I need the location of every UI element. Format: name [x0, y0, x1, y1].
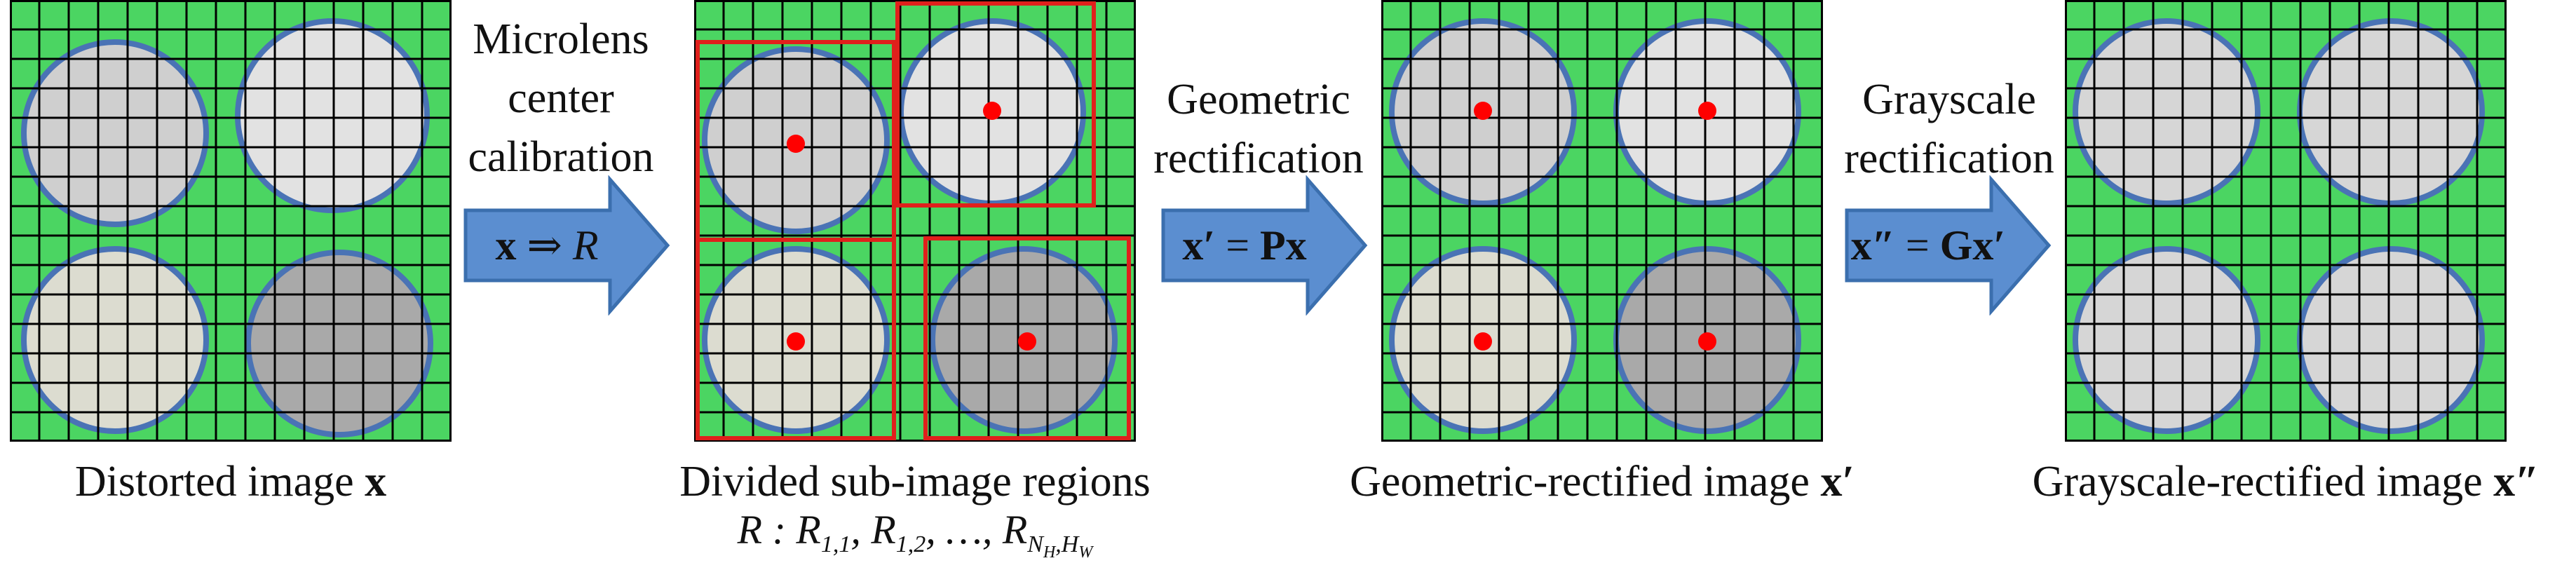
formula-rhs: Px — [1260, 222, 1307, 269]
region-box-2-1 — [696, 238, 896, 440]
caption-text: Geometric-rectified image — [1350, 458, 1821, 505]
formula-grayscale: x″ = Gx′ — [1844, 224, 2012, 266]
center-dot — [1698, 332, 1716, 351]
panel-grayscale-rectified: Grayscale-rectified image x″ — [2033, 0, 2539, 505]
center-dots — [787, 102, 1036, 351]
lenslet-circle-3 — [2073, 246, 2260, 434]
pixel-gridlines — [1381, 0, 1823, 442]
arrow-shape — [463, 175, 670, 316]
center-dot — [787, 135, 805, 153]
lenslet-circle-4 — [2297, 246, 2485, 434]
formula-subscript: 1,2 — [895, 531, 926, 557]
step-label-line: rectification — [1844, 135, 2054, 182]
caption-grayscale-rectified: Grayscale-rectified image x″ — [2023, 457, 2549, 507]
region-formula: R : R1,1, R1,2, …, RNH,HW — [666, 506, 1164, 562]
formula-subscript: N — [1027, 531, 1043, 557]
region-box-2-2 — [923, 236, 1131, 440]
caption-variable: x″ — [2493, 458, 2540, 505]
formula-subscript: H — [1043, 543, 1056, 562]
formula-rhs: R — [572, 222, 599, 269]
formula-part: R : R — [737, 507, 821, 552]
step-label-line: rectification — [1153, 135, 1364, 182]
arrow-grayscale: x″ = Gx′ — [1844, 175, 2054, 316]
formula-lhs: x′ — [1182, 222, 1216, 269]
pixel-gridlines — [2065, 0, 2507, 442]
lenslet-circle-4 — [245, 250, 433, 437]
formula-operator: ⇒ — [516, 222, 573, 269]
formula-lhs: x — [495, 222, 517, 269]
formula-subscript: W — [1078, 543, 1093, 562]
grayscale-rectified-grid — [2065, 0, 2507, 442]
step-label-calibration: Microlens center calibration — [456, 10, 666, 186]
center-dot — [1698, 102, 1716, 120]
step-label-line: Microlens — [473, 15, 649, 63]
panel-geometric-rectified: Geometric-rectified image x′ — [1350, 0, 1855, 505]
region-box-1-2 — [895, 1, 1096, 208]
panel-distorted-image: Distorted image x — [10, 0, 452, 505]
step-label-line: calibration — [468, 133, 654, 181]
divided-regions-grid — [694, 0, 1136, 442]
step-label-geometric: Geometric rectification — [1143, 70, 1374, 188]
formula-calibration: x ⇒ R — [463, 224, 631, 266]
caption-text: Distorted image — [74, 458, 365, 505]
formula-lhs: x″ — [1850, 222, 1895, 269]
pixel-gridlines — [694, 0, 1136, 442]
step-label-line: Geometric — [1167, 76, 1350, 123]
panel-divided-regions: Divided sub-image regions R : R1,1, R1,2… — [679, 0, 1151, 562]
caption-text: Grayscale-rectified image — [2032, 458, 2494, 505]
formula-operator: = — [1215, 222, 1261, 269]
step-label-grayscale: Grayscale rectification — [1833, 70, 2065, 188]
formula-operator: = — [1894, 222, 1940, 269]
geometric-rectified-grid — [1381, 0, 1823, 442]
center-dot — [787, 332, 805, 351]
center-dot — [1474, 332, 1492, 351]
formula-rhs: Gx′ — [1939, 222, 2006, 269]
lenslet-circle-1 — [21, 39, 209, 227]
center-dots — [1474, 102, 1716, 351]
caption-variable: x′ — [1820, 458, 1855, 505]
formula-part: , …, R — [926, 507, 1028, 552]
center-dot — [1474, 102, 1492, 120]
distorted-image-grid — [10, 0, 452, 442]
caption-distorted-image: Distorted image x — [10, 457, 452, 507]
formula-part: , R — [850, 507, 896, 552]
arrow-calibration: x ⇒ R — [463, 175, 673, 316]
lenslet-circle-3 — [21, 246, 209, 434]
arrow-geometric: x′ = Px — [1160, 175, 1371, 316]
step-label-line: Grayscale — [1862, 76, 2036, 123]
formula-subscript: 1,1 — [820, 531, 851, 557]
center-dot — [983, 102, 1001, 120]
caption-variable: x — [365, 458, 387, 505]
step-label-line: center — [508, 74, 614, 122]
region-boxes — [696, 1, 1131, 440]
caption-divided-regions: Divided sub-image regions — [666, 457, 1164, 507]
arrow-shape — [1845, 175, 2052, 316]
pixel-gridlines — [10, 0, 452, 442]
lenslet-circle-2 — [235, 18, 430, 213]
formula-subscript: ,H — [1055, 531, 1079, 557]
center-dot — [1018, 332, 1036, 351]
caption-geometric-rectified: Geometric-rectified image x′ — [1339, 457, 1865, 507]
arrow-shape — [1161, 175, 1368, 316]
caption-text: Divided sub-image regions — [679, 458, 1151, 505]
formula-geometric: x′ = Px — [1160, 224, 1329, 266]
